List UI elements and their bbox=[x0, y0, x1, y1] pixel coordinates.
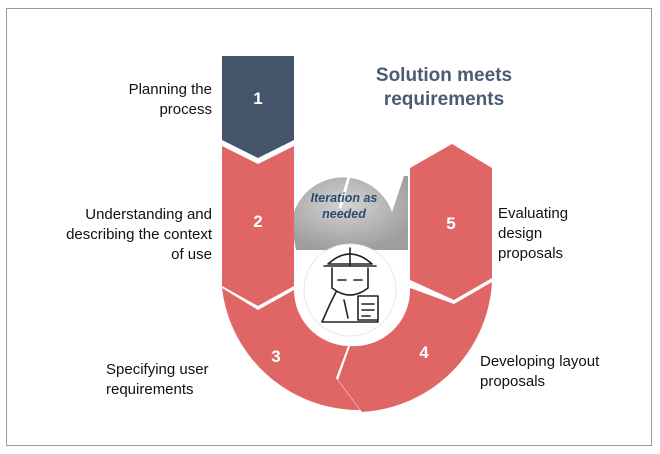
step-1-label: Planning the process bbox=[128, 81, 212, 118]
step-2-segment bbox=[222, 146, 294, 306]
step-1-segment bbox=[222, 56, 294, 158]
step-3-segment bbox=[222, 288, 360, 411]
worker-with-clipboard-icon bbox=[321, 247, 379, 323]
step-5-label: Evaluating design proposals bbox=[498, 205, 569, 262]
step-5-number: 5 bbox=[446, 214, 455, 233]
iteration-note: Iteration as needed bbox=[310, 191, 378, 221]
step-4-segment bbox=[338, 282, 492, 412]
step-2-number: 2 bbox=[253, 212, 262, 231]
iteration-divider bbox=[338, 165, 354, 209]
step-3-label: Specifying user requirements bbox=[106, 361, 209, 398]
step-2-label: Understanding and describing the context… bbox=[66, 206, 212, 263]
iteration-ring bbox=[282, 176, 408, 250]
step-1-number: 1 bbox=[253, 89, 262, 108]
step-3-number: 3 bbox=[271, 347, 280, 366]
step-4-label: Developing layout proposals bbox=[480, 353, 600, 390]
step-4-number: 4 bbox=[419, 343, 429, 362]
step-5-segment bbox=[410, 144, 492, 300]
headline: Solution meets requirements bbox=[375, 65, 513, 110]
